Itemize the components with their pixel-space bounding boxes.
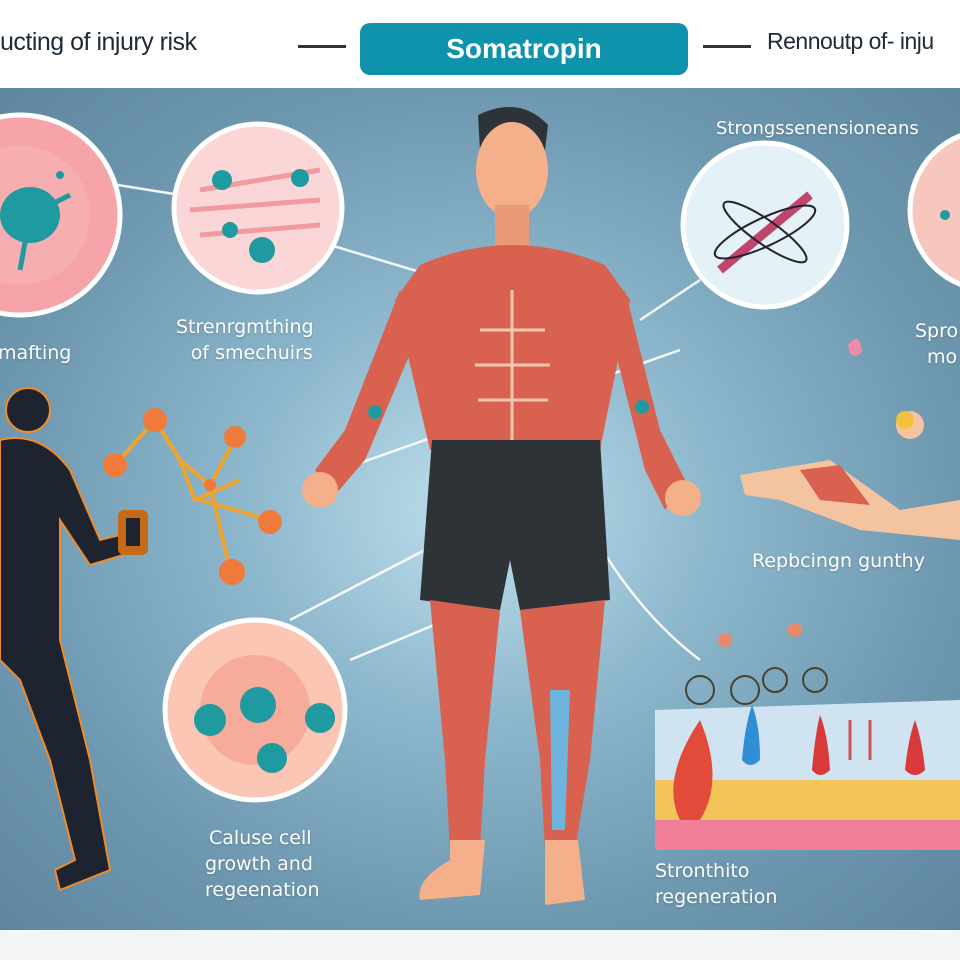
cell-growth-circle (162, 617, 348, 803)
skin-layer-diagram (655, 700, 960, 850)
male-athlete-figure (302, 107, 701, 905)
molecule-icon (103, 408, 282, 585)
label-line: mo (927, 346, 958, 368)
label-line: Spro (915, 320, 959, 342)
cell-circle-right (907, 133, 960, 287)
label-line: growth and (205, 853, 313, 875)
divider (298, 45, 346, 48)
illustration: Strongssenensioneans mafting Strenrgmthi… (0, 88, 960, 930)
label-lying-figure: Repbcingn gunthy (752, 550, 925, 572)
title-badge: Somatropin (360, 23, 688, 75)
label-line: regeneration (655, 886, 778, 908)
label-line: Strenrgmthing (176, 316, 314, 338)
label-top-right: Strongssenensioneans (716, 118, 919, 139)
label-line: Caluse cell (209, 827, 312, 849)
connector-line (639, 278, 701, 322)
label-skin-regeneration: Stronthito regeneration (655, 858, 777, 910)
label-line: Stronthito (655, 860, 750, 882)
cell-circle-left (0, 112, 123, 318)
connector-line (117, 183, 181, 197)
label-line: of smechuirs (190, 342, 313, 364)
cyclists-icon (685, 623, 828, 705)
injured-figure (740, 338, 960, 540)
header: ucting of injury risk Somatropin Rennout… (0, 0, 960, 88)
label-right: Spro mo (915, 318, 958, 370)
label-strengthening: Strenrgmthing of smechuirs (176, 314, 314, 366)
header-right-text: Rennoutp of- inju (767, 28, 934, 54)
fiber-circle (680, 140, 850, 310)
muscle-cell-circle (171, 121, 345, 295)
illustration-art (0, 107, 960, 905)
header-left-text: ucting of injury risk (0, 28, 197, 56)
label-left-circle: mafting (0, 342, 72, 364)
label-cell-growth: Caluse cell growth and regeenation (205, 825, 320, 903)
label-line: regeenation (205, 879, 320, 901)
footer-strip (0, 930, 960, 960)
dumbbell-icon (118, 510, 148, 555)
divider (703, 45, 751, 48)
